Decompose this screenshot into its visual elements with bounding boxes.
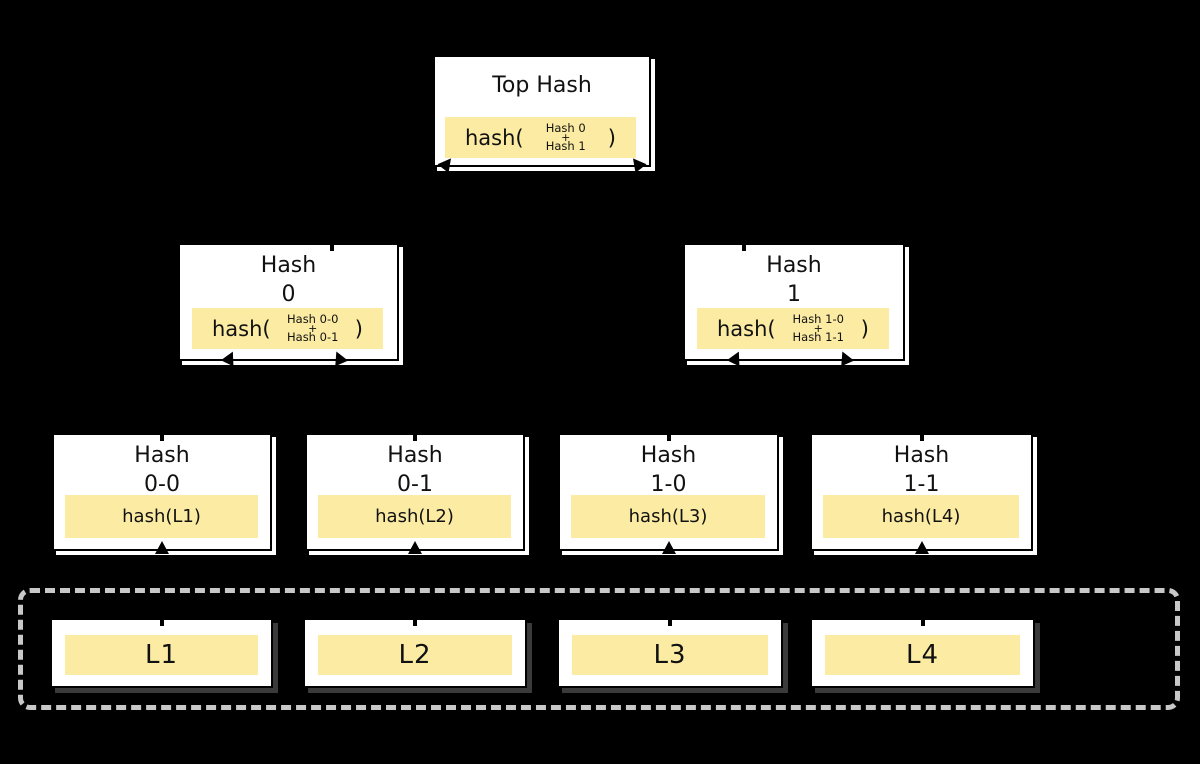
formula-open: hash( bbox=[212, 316, 271, 341]
arrowhead-icon bbox=[408, 541, 422, 554]
node-title-line1: Hash bbox=[766, 253, 822, 278]
node-top-hash: Top Hash hash( Hash 0 + Hash 1 ) bbox=[433, 55, 651, 173]
node-hash-0: Hash 0 hash( Hash 0-0 + Hash 0-1 ) bbox=[178, 240, 399, 367]
hash-formula: hash( Hash 1-0 + Hash 1-1 ) bbox=[697, 308, 889, 349]
data-block-l1: L1 bbox=[50, 615, 273, 688]
node-hash-0-1: Hash 0-1 hash(L2) bbox=[305, 430, 525, 554]
formula-arg-bottom: Hash 0-1 bbox=[287, 330, 339, 344]
node-title-line2: 1-0 bbox=[650, 472, 687, 497]
node-title-line2: 0-1 bbox=[397, 472, 433, 497]
arrowhead-icon bbox=[835, 348, 854, 367]
formula-arg-bottom: Hash 1 bbox=[545, 139, 586, 153]
formula-text: hash(L3) bbox=[628, 506, 708, 527]
arrowhead-icon bbox=[221, 348, 240, 367]
hash-formula: hash( Hash 0-0 + Hash 0-1 ) bbox=[192, 308, 383, 349]
formula-arg-top: Hash 1-0 bbox=[792, 312, 844, 326]
data-blocks-region bbox=[18, 588, 1180, 710]
arrow-stub-icon bbox=[919, 430, 924, 441]
arrow-stub-icon bbox=[160, 430, 164, 441]
formula-close: ) bbox=[607, 125, 616, 150]
node-title-line1: Hash bbox=[640, 443, 697, 468]
data-block-strip: L3 bbox=[572, 635, 768, 675]
node-title: Hash 1 bbox=[685, 245, 903, 309]
arrowhead-icon bbox=[914, 541, 929, 554]
formula-arg-top: Hash 0-0 bbox=[287, 312, 339, 326]
node-title-line1: Hash bbox=[387, 443, 443, 468]
formula-text: hash(L2) bbox=[375, 506, 454, 527]
node-hash-1-1: Hash 1-1 hash(L4) bbox=[810, 430, 1033, 554]
arrow-stub-icon bbox=[413, 430, 417, 441]
data-block-strip: L2 bbox=[318, 635, 512, 675]
arrow-stub-icon bbox=[668, 615, 672, 626]
data-block-label: L2 bbox=[398, 640, 432, 670]
data-block-l3: L3 bbox=[557, 615, 783, 688]
plus-operator: + bbox=[308, 322, 318, 335]
hash-formula: hash(L3) bbox=[571, 495, 765, 538]
plus-operator: + bbox=[813, 322, 823, 335]
formula-open: hash( bbox=[465, 125, 524, 150]
node-title-line2: 1-1 bbox=[903, 472, 940, 497]
node-hash-1-0: Hash 1-0 hash(L3) bbox=[558, 430, 779, 554]
formula-text: hash(L4) bbox=[881, 506, 961, 527]
data-block-label: L4 bbox=[905, 640, 940, 670]
formula-args: Hash 0 + Hash 1 bbox=[546, 122, 586, 153]
arrow-stub-icon bbox=[666, 430, 671, 441]
node-title: Hash 0-0 bbox=[54, 435, 270, 499]
node-title: Hash 1-1 bbox=[812, 435, 1031, 499]
arrowhead-icon bbox=[155, 541, 169, 554]
arrowhead-icon bbox=[661, 541, 676, 554]
hash-formula: hash(L4) bbox=[823, 495, 1019, 538]
node-title-line1: Hash bbox=[893, 443, 950, 468]
node-title-line1: Hash bbox=[134, 443, 190, 468]
formula-args: Hash 0-0 + Hash 0-1 bbox=[287, 313, 338, 344]
arrow-stub-icon bbox=[329, 240, 334, 251]
node-title: Hash 1-0 bbox=[560, 435, 777, 499]
formula-args: Hash 1-0 + Hash 1-1 bbox=[793, 313, 844, 344]
node-title-line1: Hash bbox=[260, 253, 317, 278]
arrowhead-icon bbox=[726, 348, 745, 367]
formula-arg-top: Hash 0 bbox=[545, 121, 586, 135]
arrow-stub-icon bbox=[920, 615, 925, 626]
node-hash-1: Hash 1 hash( Hash 1-0 + Hash 1-1 ) bbox=[683, 240, 905, 367]
node-title-line2: 1 bbox=[787, 282, 801, 307]
data-block-l2: L2 bbox=[303, 615, 527, 688]
arrow-stub-icon bbox=[159, 615, 164, 626]
hash-formula: hash( Hash 0 + Hash 1 ) bbox=[445, 117, 636, 158]
formula-text: hash(L1) bbox=[122, 506, 201, 527]
data-block-strip: L1 bbox=[65, 635, 258, 675]
node-title: Hash 0 bbox=[180, 245, 397, 309]
arrow-stub-icon bbox=[741, 240, 746, 251]
plus-operator: + bbox=[561, 131, 571, 144]
arrow-stub-icon bbox=[413, 615, 417, 626]
data-block-label: L3 bbox=[653, 640, 687, 670]
formula-close: ) bbox=[860, 316, 869, 341]
node-title-line2: 0 bbox=[281, 282, 296, 307]
data-block-strip: L4 bbox=[825, 635, 1020, 675]
hash-formula: hash(L2) bbox=[318, 495, 511, 538]
formula-close: ) bbox=[354, 316, 363, 341]
node-hash-0-0: Hash 0-0 hash(L1) bbox=[52, 430, 272, 554]
hash-formula: hash(L1) bbox=[65, 495, 258, 538]
arrowhead-icon bbox=[329, 348, 348, 367]
data-block-l4: L4 bbox=[810, 615, 1035, 688]
node-title: Hash 0-1 bbox=[307, 435, 523, 499]
formula-open: hash( bbox=[717, 316, 776, 341]
data-block-label: L1 bbox=[144, 640, 179, 670]
formula-arg-bottom: Hash 1-1 bbox=[792, 330, 844, 344]
node-title-line2: 0-0 bbox=[144, 472, 180, 497]
node-title: Top Hash bbox=[492, 73, 592, 98]
